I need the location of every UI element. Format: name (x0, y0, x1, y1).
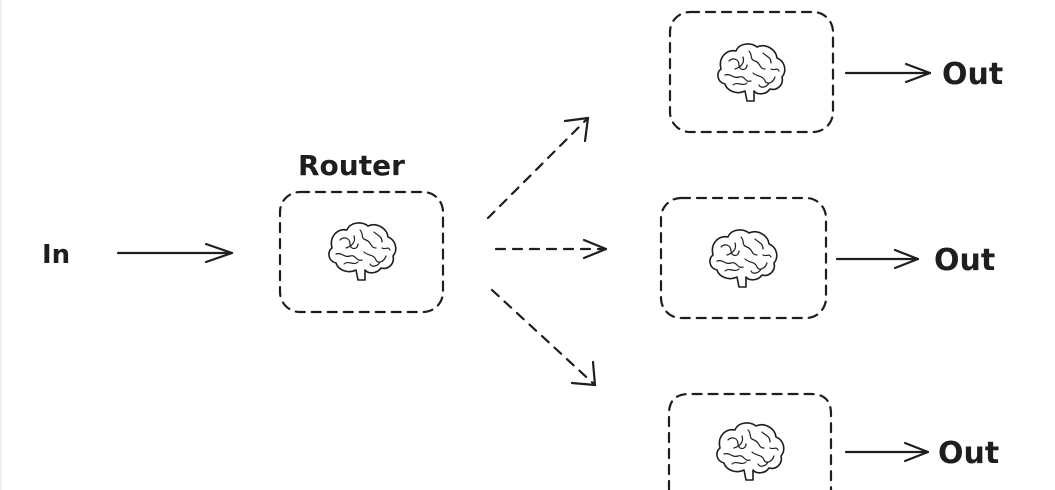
route-arrow-down (490, 288, 597, 387)
router-brain-icon (328, 222, 397, 281)
output-3-brain-icon (716, 422, 785, 481)
output-arrow-1 (844, 62, 932, 84)
output-arrow-3 (844, 441, 930, 463)
output-1-brain-icon (717, 43, 786, 102)
router-box (278, 190, 445, 314)
output-label-3: Out (938, 436, 999, 471)
route-arrow-middle (494, 238, 608, 260)
output-arrow-2 (835, 248, 920, 270)
output-2-brain-icon (709, 229, 778, 288)
router-label: Router (298, 149, 405, 182)
output-box-3 (667, 392, 833, 490)
output-box-2 (659, 196, 828, 320)
output-box-1 (668, 10, 835, 134)
route-arrow-up (486, 116, 590, 220)
output-label-2: Out (934, 243, 995, 278)
input-arrow (116, 242, 234, 264)
output-label-1: Out (942, 57, 1003, 92)
input-label: In (42, 240, 70, 270)
